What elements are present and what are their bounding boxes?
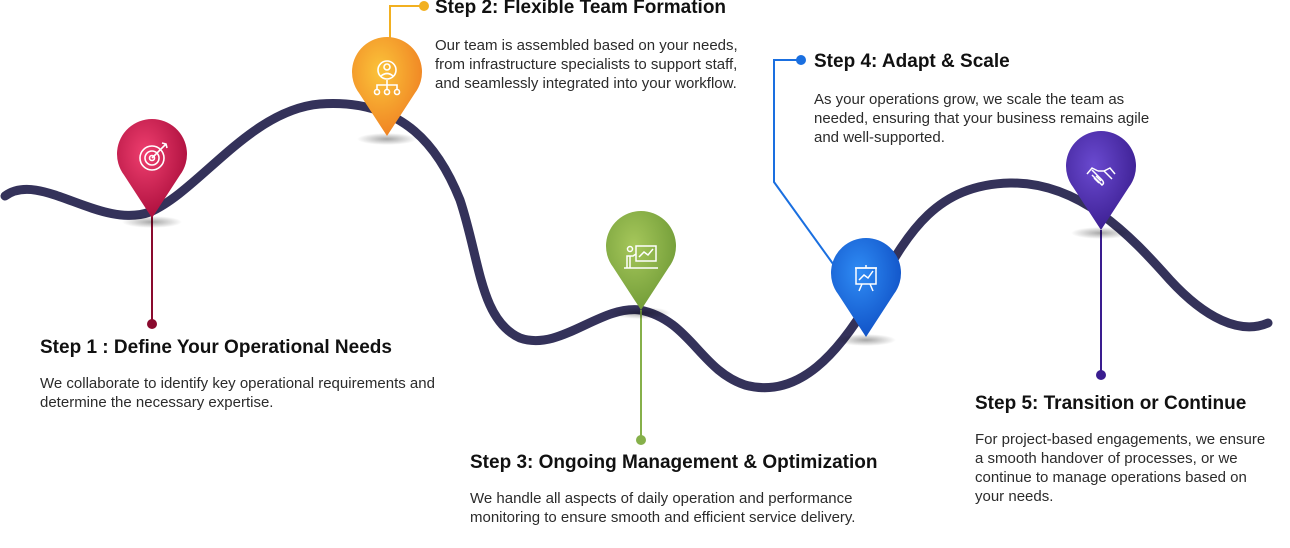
step3-title: Step 3: Ongoing Management & Optimizatio… xyxy=(470,452,878,473)
step3-pin xyxy=(606,211,676,319)
step2-pin xyxy=(351,36,422,145)
step2-title: Step 2: Flexible Team Formation xyxy=(435,0,727,18)
step5-pin xyxy=(1066,131,1136,239)
step1-title: Step 1 : Define Your Operational Needs xyxy=(40,337,392,358)
step4-dot xyxy=(796,55,806,65)
step2-connector xyxy=(389,5,420,45)
target-icon xyxy=(139,142,168,171)
presentation-icon xyxy=(624,245,658,269)
team-hierarchy-icon xyxy=(373,60,401,96)
step4-pin xyxy=(831,238,902,346)
step5-dot xyxy=(1096,370,1106,380)
step3-description: We handle all aspects of daily operation… xyxy=(470,490,856,526)
step1-dot xyxy=(147,319,157,329)
step3-dot xyxy=(636,435,646,445)
step1-description: We collaborate to identify key operation… xyxy=(40,375,435,411)
step2-dot xyxy=(419,1,429,11)
step4-connector xyxy=(773,59,837,269)
step4-description: As your operations grow, we scale the te… xyxy=(814,91,1150,146)
step5-title: Step 5: Transition or Continue xyxy=(975,393,1247,414)
step1-pin xyxy=(116,119,188,228)
growth-chart-icon xyxy=(855,265,877,292)
handshake-icon xyxy=(1086,167,1116,186)
step4-title: Step 4: Adapt & Scale xyxy=(814,51,1010,72)
step2-description: Our team is assembled based on your need… xyxy=(435,37,738,92)
step5-description: For project-based engagements, we ensure… xyxy=(975,431,1266,505)
